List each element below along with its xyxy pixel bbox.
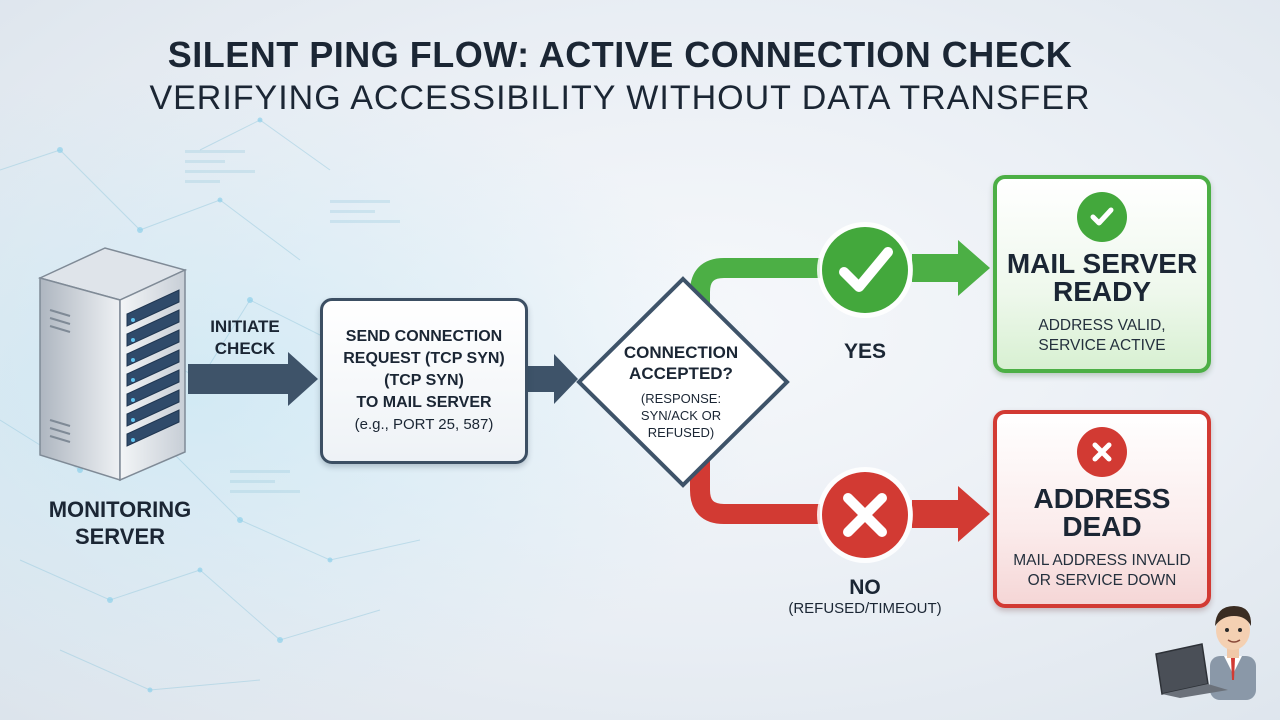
no-arrow	[912, 486, 990, 542]
request-line-1: SEND CONNECTION	[345, 328, 503, 345]
ready-title-line-2: READY	[1052, 276, 1151, 307]
ready-sub-1: ADDRESS VALID,	[1038, 317, 1166, 334]
yes-arrow	[912, 240, 990, 296]
presenter-avatar	[1155, 606, 1256, 700]
ready-title-line-1: MAIL SERVER	[1006, 248, 1198, 279]
server-rack-icon	[37, 247, 188, 482]
yes-path	[690, 258, 820, 306]
initiate-check-line-2: CHECK	[214, 339, 276, 358]
dead-sub-2: OR SERVICE DOWN	[1027, 572, 1177, 589]
no-path	[690, 452, 820, 524]
decision-sub-2: SYN/ACK OR	[640, 408, 722, 423]
decision-line-2: ACCEPTED?	[629, 364, 733, 383]
address-dead-box: ADDRESS DEAD MAIL ADDRESS INVALID OR SER…	[993, 410, 1211, 608]
monitoring-server-label-line-2: SERVER	[74, 524, 166, 549]
dead-title-line-2: DEAD	[1062, 511, 1142, 542]
diagram-title: SILENT PING FLOW: ACTIVE CONNECTION CHEC…	[167, 34, 1073, 75]
decision-sub-3: REFUSED)	[647, 425, 715, 440]
request-line-3: (TCP SYN)	[384, 372, 464, 389]
initiate-check-label: INITIATE CHECK	[190, 316, 300, 360]
decision-diamond	[576, 276, 790, 488]
no-reason-label: (REFUSED/TIMEOUT)	[788, 600, 942, 617]
no-label: NO	[849, 576, 881, 599]
request-port-note: (e.g., PORT 25, 587)	[354, 416, 494, 433]
decision-response-note: (RESPONSE: SYN/ACK OR REFUSED)	[600, 390, 762, 441]
dead-sub-1: MAIL ADDRESS INVALID	[1013, 552, 1191, 569]
request-line-4: TO MAIL SERVER	[356, 394, 492, 411]
request-line-2: REQUEST (TCP SYN)	[343, 350, 505, 367]
dead-title-line-1: ADDRESS	[1033, 483, 1171, 514]
mail-server-ready-box: MAIL SERVER READY ADDRESS VALID, SERVICE…	[993, 175, 1211, 373]
dead-description: MAIL ADDRESS INVALID OR SERVICE DOWN	[1013, 551, 1190, 591]
decision-text: CONNECTION ACCEPTED? (RESPONSE: SYN/ACK …	[600, 342, 762, 441]
monitoring-server-label-line-1: MONITORING	[48, 497, 192, 522]
send-request-box: SEND CONNECTION REQUEST (TCP SYN) (TCP S…	[320, 298, 528, 464]
initiate-arrow	[188, 352, 318, 406]
diagram-subtitle: VERIFYING ACCESSIBILITY WITHOUT DATA TRA…	[149, 79, 1091, 117]
yes-label: YES	[843, 340, 887, 363]
ready-sub-2: SERVICE ACTIVE	[1038, 337, 1166, 354]
initiate-check-line-1: INITIATE	[210, 317, 280, 336]
no-x-icon	[817, 467, 913, 563]
decision-sub-1: (RESPONSE:	[640, 391, 722, 406]
ready-description: ADDRESS VALID, SERVICE ACTIVE	[1038, 316, 1165, 356]
decision-line-1: CONNECTION	[623, 343, 739, 362]
ready-check-icon	[1077, 192, 1127, 242]
dead-x-icon	[1077, 427, 1127, 477]
request-arrow	[528, 354, 578, 404]
yes-check-icon	[817, 222, 913, 318]
monitoring-server-label: MONITORING SERVER	[20, 496, 220, 550]
